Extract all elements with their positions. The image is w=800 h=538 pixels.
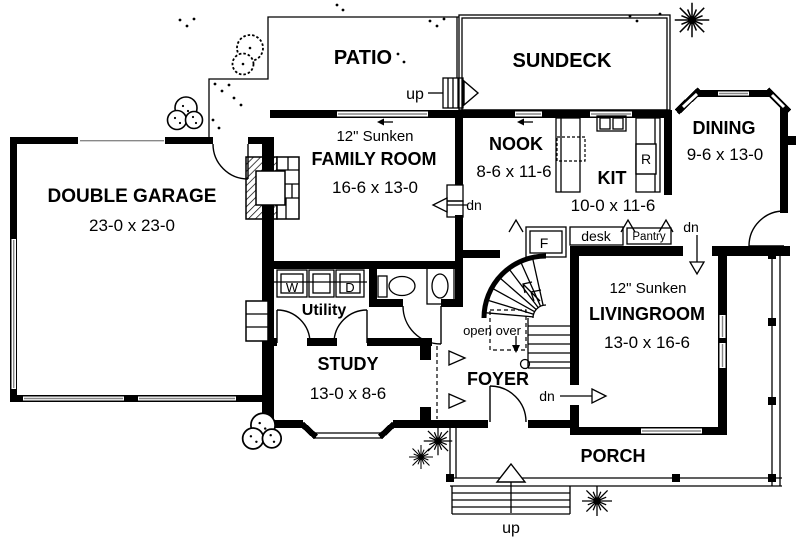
label-study: STUDY [317, 354, 378, 374]
utility-door [276, 309, 311, 344]
label-garage-dims: 23-0 x 23-0 [89, 216, 175, 235]
label-family-note: 12" Sunken [336, 128, 413, 145]
closet-door-icon [448, 350, 467, 366]
up-arrow-icon [495, 462, 527, 483]
label-garage: DOUBLE GARAGE [48, 186, 217, 207]
tree-icon [408, 444, 434, 470]
label-up-entry: up [502, 520, 520, 537]
label-dining: DINING [693, 118, 756, 138]
doors [212, 143, 785, 423]
utility-side-window [245, 300, 269, 342]
chevron-icon [658, 218, 674, 233]
dn-arrow-icon [688, 261, 706, 276]
sink-basin [431, 273, 449, 299]
dishwasher [556, 136, 586, 162]
label-nook-dims: 8-6 x 11-6 [476, 162, 551, 181]
up-arrow-icon [463, 79, 480, 107]
label-fridge: R [641, 151, 651, 167]
sundeck-stairs [428, 77, 480, 109]
windows [11, 91, 786, 439]
label-living-dims: 13-0 x 16-6 [604, 333, 690, 352]
tree-icon [423, 426, 453, 456]
newel-curl [519, 358, 531, 370]
front-door [489, 385, 527, 423]
garage-door [212, 143, 249, 180]
foyer-closet [436, 346, 467, 419]
step-arrows [377, 118, 706, 405]
pantry-box [626, 227, 672, 245]
label-study-dims: 13-0 x 8-6 [310, 384, 387, 403]
label-living-note: 12" Sunken [609, 280, 686, 297]
dining-door [748, 210, 785, 247]
patio-outline [208, 16, 459, 137]
label-nook: NOOK [489, 134, 543, 154]
vanity [426, 267, 455, 305]
washer-box [276, 269, 308, 298]
bathroom-fixtures [377, 267, 455, 305]
chevron-icon [508, 218, 524, 233]
label-desk: desk [581, 228, 612, 244]
label-porch: PORCH [580, 446, 645, 466]
label-dn-nook: dn [466, 197, 482, 213]
sunken-step-arrow-icon [377, 118, 393, 126]
label-dn-dining: dn [683, 219, 699, 235]
label-dryer: D [345, 280, 354, 295]
main-staircase [481, 253, 570, 370]
toilet-tank [377, 275, 388, 298]
bush-icon [166, 96, 204, 131]
label-foyer: FOYER [467, 369, 529, 389]
label-utility: Utility [302, 302, 347, 319]
bush-icon [241, 412, 283, 450]
label-family: FAMILY ROOM [311, 149, 436, 169]
dryer-box [335, 269, 365, 298]
label-kitchen: KIT [598, 168, 627, 188]
labels: PATIO SUNDECK up DOUBLE GARAGE 23-0 x 23… [48, 47, 764, 537]
label-living: LIVINGROOM [589, 304, 705, 324]
dn-arrow-icon [591, 387, 608, 405]
hall-door [333, 309, 368, 344]
chevron-icon [620, 218, 636, 233]
label-family-dims: 16-6 x 13-0 [332, 178, 418, 197]
utility-fixtures [270, 269, 367, 298]
cabinetry [508, 218, 674, 258]
label-sundeck: SUNDECK [513, 50, 612, 72]
sunken-step-arrow-icon [517, 118, 533, 126]
open-over-area [489, 309, 527, 353]
round-tree-icon [231, 34, 264, 76]
label-up-sundeck: up [406, 86, 424, 103]
refrigerator [635, 143, 657, 175]
laundry-tub [308, 269, 335, 298]
toilet-bowl [388, 275, 416, 297]
landscaping [166, 2, 710, 517]
desk-box [569, 226, 624, 246]
gravel-dots [178, 3, 662, 130]
dn-arrow-icon [431, 196, 448, 214]
fireplace [245, 156, 300, 220]
label-pantry: Pantry [632, 231, 665, 243]
porch-structure [446, 251, 782, 515]
bath-door [402, 305, 442, 345]
label-dn-living: dn [539, 388, 555, 404]
entry-stairs [451, 462, 571, 515]
tree-icon [581, 485, 613, 517]
label-washer: W [286, 280, 299, 295]
label-kitchen-dims: 10-0 x 11-6 [571, 196, 656, 215]
label-patio: PATIO [334, 47, 392, 69]
label-open-over: open over [463, 323, 521, 338]
stair-direction-arrow [522, 281, 542, 302]
tree-icon [674, 2, 710, 38]
label-freezer: F [540, 235, 549, 251]
label-dining-dims: 9-6 x 13-0 [687, 145, 764, 164]
closet-door-icon [448, 393, 467, 409]
kitchen-fixtures [555, 115, 661, 193]
